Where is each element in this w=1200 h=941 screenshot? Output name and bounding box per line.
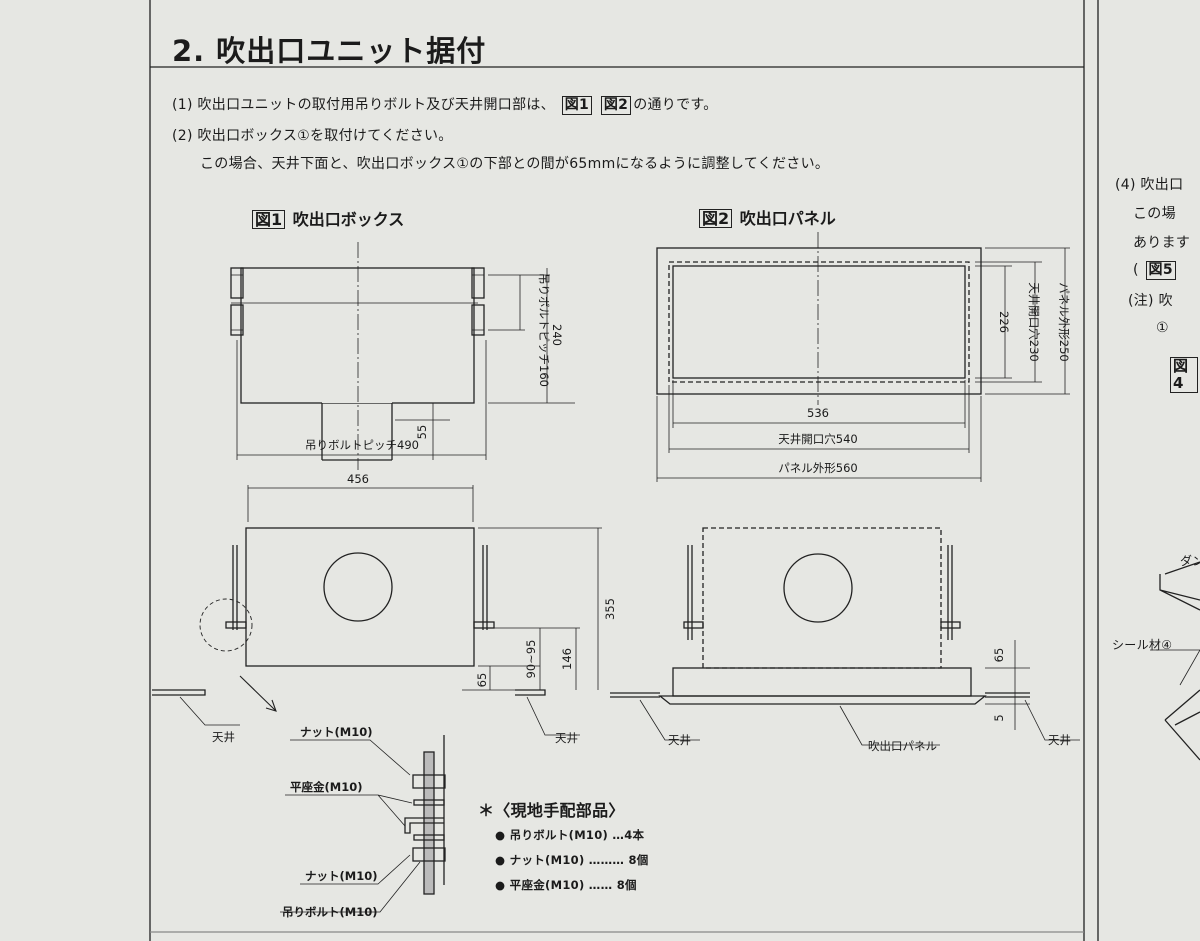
instruction-3: この場合、天井下面と、吹出口ボックス①の下部との間が65mmになるように調整して…	[200, 156, 830, 172]
instruction-1-suffix: の通りです。	[633, 97, 718, 113]
right-line-6: ①	[1156, 320, 1169, 336]
dim-90-95: 90~95	[524, 640, 538, 679]
ceiling-label: 天井	[555, 731, 578, 745]
fig2-tag: 図2	[699, 209, 733, 228]
fig2-panel-top-view	[656, 232, 1070, 482]
dim-65-panel: 65	[992, 648, 1006, 663]
label-washer: 平座金(M10)	[290, 780, 362, 794]
fig4-ref: 図4	[1168, 357, 1200, 393]
dim-panel-560: パネル外形560	[778, 461, 857, 475]
fig5-ref: 図5	[1145, 261, 1176, 280]
panel-label: 吹出口パネル	[868, 739, 937, 753]
dim-456: 456	[347, 472, 369, 486]
seal-label: シール材④	[1112, 638, 1173, 652]
local-part-item: ● ナット(M10) ……… 8個	[495, 853, 649, 867]
dim-panel-250: パネル外形250	[1057, 282, 1071, 361]
dim-65: 65	[475, 673, 489, 688]
fig1-ref: 図1	[561, 96, 593, 115]
right-line-5: (注) 吹	[1128, 293, 1173, 309]
section-title: 2. 吹出口ユニット据付	[172, 34, 487, 68]
dim-opening-230: 天井開口穴230	[1027, 282, 1041, 361]
dim-240: 240	[550, 324, 564, 346]
fig2-title: 図2 吹出口パネル	[697, 205, 836, 229]
dim-5: 5	[992, 714, 1006, 721]
damper-label: ダン	[1180, 554, 1200, 568]
fig2-title-text: 吹出口パネル	[739, 209, 836, 228]
right-line-3: あります	[1133, 235, 1191, 251]
dim-bolt-pitch-490: 吊りボルトピッチ490	[305, 438, 419, 452]
fig1-box-top-view	[230, 242, 575, 470]
right-paren: (	[1133, 262, 1139, 278]
fig4-tag: 図4	[1170, 357, 1198, 393]
local-part-item: ● 平座金(M10) …… 8個	[495, 878, 637, 892]
local-parts-heading: ＊〈現地手配部品〉	[478, 801, 625, 820]
fig1-title-text: 吹出口ボックス	[292, 210, 405, 229]
dim-bolt-pitch-160: 吊りボルトピッチ160	[537, 273, 551, 387]
dim-226: 226	[997, 311, 1011, 333]
dim-536: 536	[807, 406, 829, 420]
ceiling-label: 天井	[212, 730, 235, 744]
fig2-ref: 図2	[600, 96, 632, 115]
dim-opening-540: 天井開口穴540	[778, 432, 857, 446]
ceiling-label: 天井	[668, 733, 691, 747]
label-bolt: 吊りボルト(M10)	[282, 905, 377, 919]
fig1-tag: 図1	[252, 210, 286, 229]
local-part-item: ● 吊りボルト(M10) …4本	[495, 828, 645, 842]
ceiling-label: 天井	[1048, 733, 1071, 747]
right-page-partial-drawing	[1150, 561, 1200, 761]
fig1-box-side-view	[152, 485, 602, 736]
right-line-1: (4) 吹出口	[1115, 177, 1184, 193]
instruction-2: (2) 吹出口ボックス①を取付けてください。	[172, 128, 453, 144]
dim-146: 146	[560, 648, 574, 670]
fig2-panel-side-view	[610, 527, 1080, 746]
label-nut-bottom: ナット(M10)	[305, 869, 377, 883]
label-nut-top: ナット(M10)	[300, 725, 372, 739]
dim-55: 55	[415, 425, 429, 440]
fig1-title: 図1 吹出口ボックス	[250, 206, 404, 230]
bolt-assembly-detail	[280, 735, 446, 913]
right-line-2: この場	[1133, 206, 1176, 222]
dim-355: 355	[603, 598, 617, 620]
instruction-1-text: (1) 吹出口ユニットの取付用吊りボルト及び天井開口部は、	[172, 97, 555, 113]
right-line-4: ( 図5	[1133, 261, 1178, 280]
